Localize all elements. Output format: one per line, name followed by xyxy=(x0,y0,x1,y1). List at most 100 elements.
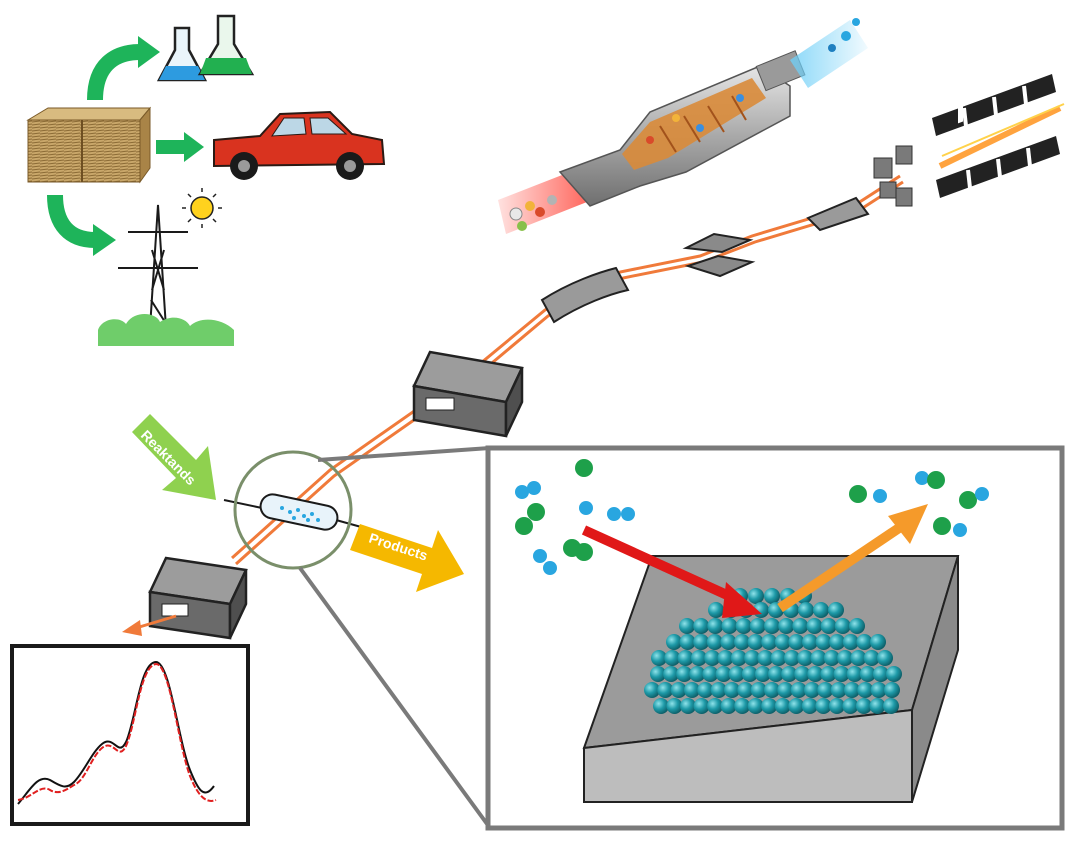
ion-chamber-upper xyxy=(412,350,524,438)
nanoparticle-atom xyxy=(670,682,687,698)
nanoparticle-atom xyxy=(849,618,865,634)
nanoparticle-atom xyxy=(679,634,696,650)
nanoparticle-atom xyxy=(666,634,682,650)
nanoparticle-atom xyxy=(734,698,751,714)
nanoparticle-atom xyxy=(884,682,900,698)
nanoparticle-atom xyxy=(724,682,740,698)
nanoparticle-atom xyxy=(783,650,800,666)
nanoparticle-atom xyxy=(653,698,669,714)
biomass-group xyxy=(26,14,386,346)
nanoparticle-atom xyxy=(749,618,766,634)
nanoparticle-atom xyxy=(706,634,723,650)
catalyst-panel xyxy=(485,445,1065,831)
nanoparticle-atom xyxy=(774,634,791,650)
nanoparticle-atom xyxy=(697,682,714,698)
nanoparticle-atom xyxy=(883,698,899,714)
nanoparticle-atom xyxy=(870,682,887,698)
nanoparticle-atom xyxy=(702,666,719,682)
nanoparticle-atom xyxy=(693,634,710,650)
product-flow-arrow xyxy=(777,504,928,613)
zoom-connector xyxy=(298,446,492,830)
nanoparticle-atom xyxy=(735,618,752,634)
catalytic-converter-icon xyxy=(498,18,868,234)
nanoparticle-atom xyxy=(693,618,710,634)
reactor-tube-icon xyxy=(259,493,339,531)
nanoparticle-atom xyxy=(748,588,764,604)
nanoparticle-atom xyxy=(657,682,674,698)
nanoparticle-atom xyxy=(872,666,889,682)
reactants-arrow: Reaktands xyxy=(132,414,216,500)
spectrum-inset xyxy=(10,644,250,826)
nanoparticle-atom xyxy=(850,650,867,666)
nanoparticle-atom xyxy=(828,602,844,618)
nanoparticle-atom xyxy=(677,650,694,666)
nanoparticle xyxy=(644,588,902,714)
nanoparticle-atom xyxy=(802,634,818,650)
nanoparticle-atom xyxy=(720,698,737,714)
nanoparticle-atom xyxy=(798,602,814,618)
nanoparticle-atom xyxy=(846,666,863,682)
nanoparticle-atom xyxy=(721,618,738,634)
nanoparticle-atom xyxy=(810,650,827,666)
nanoparticle-atom xyxy=(877,650,893,666)
flask-blue-icon xyxy=(156,26,208,82)
nanoparticle-atom xyxy=(837,650,854,666)
car-icon xyxy=(213,110,386,180)
nanoparticle-atom xyxy=(817,682,834,698)
nanoparticle-atom xyxy=(680,698,697,714)
nanoparticle-atom xyxy=(663,666,680,682)
nanoparticle-atom xyxy=(856,634,873,650)
nanoparticle-atom xyxy=(774,698,791,714)
nanoparticle-atom xyxy=(737,682,754,698)
nanoparticle-atom xyxy=(754,666,771,682)
green-arrow-to-flasks xyxy=(87,36,160,101)
nanoparticle-atom xyxy=(666,698,683,714)
bushes xyxy=(98,314,234,346)
nanoparticle-atom xyxy=(693,698,710,714)
nanoparticle-atom xyxy=(747,634,764,650)
beam-mirror xyxy=(806,196,870,232)
nanoparticle-atom xyxy=(689,666,706,682)
undulator-icon xyxy=(932,74,1065,198)
nanoparticle-atom xyxy=(650,666,666,682)
nanoparticle-atom xyxy=(820,666,837,682)
nanoparticle-atom xyxy=(764,588,780,604)
focusing-mirror xyxy=(540,266,630,324)
nanoparticle-atom xyxy=(815,634,832,650)
nanoparticle-atom xyxy=(828,698,845,714)
nanoparticle-atom xyxy=(863,650,880,666)
nanoparticle-atom xyxy=(764,682,780,698)
nanoparticle-atom xyxy=(651,650,667,666)
aperture-icon xyxy=(873,145,913,207)
nanoparticle-atom xyxy=(707,698,724,714)
nanoparticle-atom xyxy=(777,682,794,698)
monochromator xyxy=(682,232,756,278)
nanoparticle-atom xyxy=(792,618,809,634)
nanoparticle-atom xyxy=(741,666,758,682)
nanoparticle-atom xyxy=(823,650,840,666)
nanoparticle-atom xyxy=(690,650,707,666)
nanoparticle-atom xyxy=(708,602,724,618)
nanoparticle-atom xyxy=(761,634,778,650)
nanoparticle-atom xyxy=(734,634,750,650)
nanoparticle-atom xyxy=(790,682,807,698)
nanoparticle-atom xyxy=(830,682,847,698)
flask-green-icon xyxy=(197,14,255,76)
green-arrow-to-power xyxy=(47,194,116,256)
nanoparticle-atom xyxy=(855,698,872,714)
nanoparticle-atom xyxy=(707,618,724,634)
spectrum-fit xyxy=(17,662,217,802)
nanoparticle-atom xyxy=(778,618,795,634)
nanoparticle-atom xyxy=(704,650,721,666)
hay-bale-icon xyxy=(26,106,152,184)
products-arrow: Products xyxy=(350,524,464,592)
nanoparticle-atom xyxy=(806,618,823,634)
nanoparticle-atom xyxy=(764,618,780,634)
nanoparticle-atom xyxy=(720,634,737,650)
nanoparticle-atom xyxy=(829,634,846,650)
nanoparticle-atom xyxy=(842,698,859,714)
nanoparticle-atom xyxy=(886,666,902,682)
exhaust-out xyxy=(790,20,868,88)
nanoparticle-atom xyxy=(801,698,818,714)
nanoparticle-atom xyxy=(710,682,727,698)
